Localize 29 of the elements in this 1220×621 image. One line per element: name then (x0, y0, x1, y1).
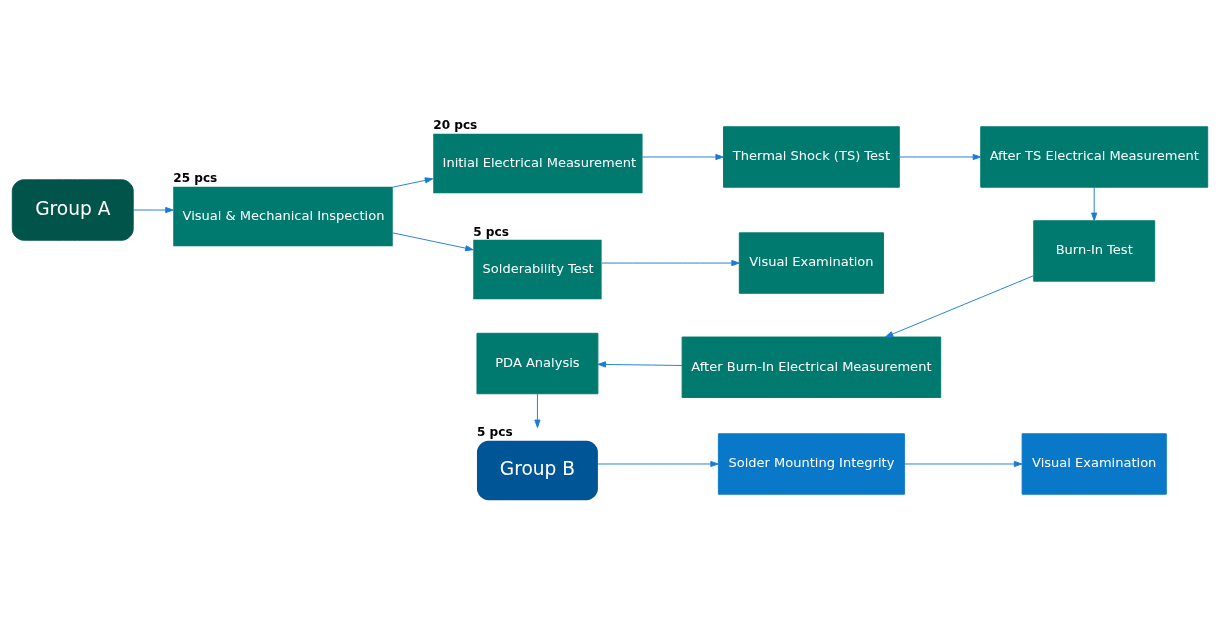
arrow (904, 460, 1023, 468)
node-box: Visual Examination (1021, 433, 1167, 495)
node-box: Visual Examination (738, 232, 884, 294)
node-label: 5 pcs (476, 425, 513, 440)
node-box: Visual & Mechanical Inspection (173, 186, 393, 247)
node-box: Group A (11, 179, 134, 241)
node-box: Burn-In Test (1033, 220, 1156, 282)
node-label: 5 pcs (473, 224, 509, 239)
arrow (884, 275, 1034, 338)
node-box: After TS Electrical Measurement (980, 126, 1209, 188)
node-box: PDA Analysis (476, 332, 599, 395)
node-box: Initial Electrical Measurement (433, 133, 643, 194)
node-label: 25 pcs (173, 171, 218, 186)
arrow (1091, 186, 1098, 221)
arrow (392, 232, 474, 252)
node-box: After Burn-In Electrical Measurement (681, 336, 942, 398)
node-box: Solderability Test (473, 239, 602, 300)
node-box: Thermal Shock (TS) Test (723, 126, 900, 188)
arrow (132, 206, 174, 214)
arrow (899, 153, 982, 161)
arrow (392, 177, 434, 188)
arrow (597, 460, 719, 468)
node-label: 20 pcs (433, 118, 478, 133)
node-box: Group B (476, 440, 598, 501)
arrow (597, 361, 683, 368)
arrow (534, 393, 541, 428)
arrow (601, 260, 740, 267)
arrow (641, 153, 724, 161)
node-box: Solder Mounting Integrity (717, 433, 905, 495)
